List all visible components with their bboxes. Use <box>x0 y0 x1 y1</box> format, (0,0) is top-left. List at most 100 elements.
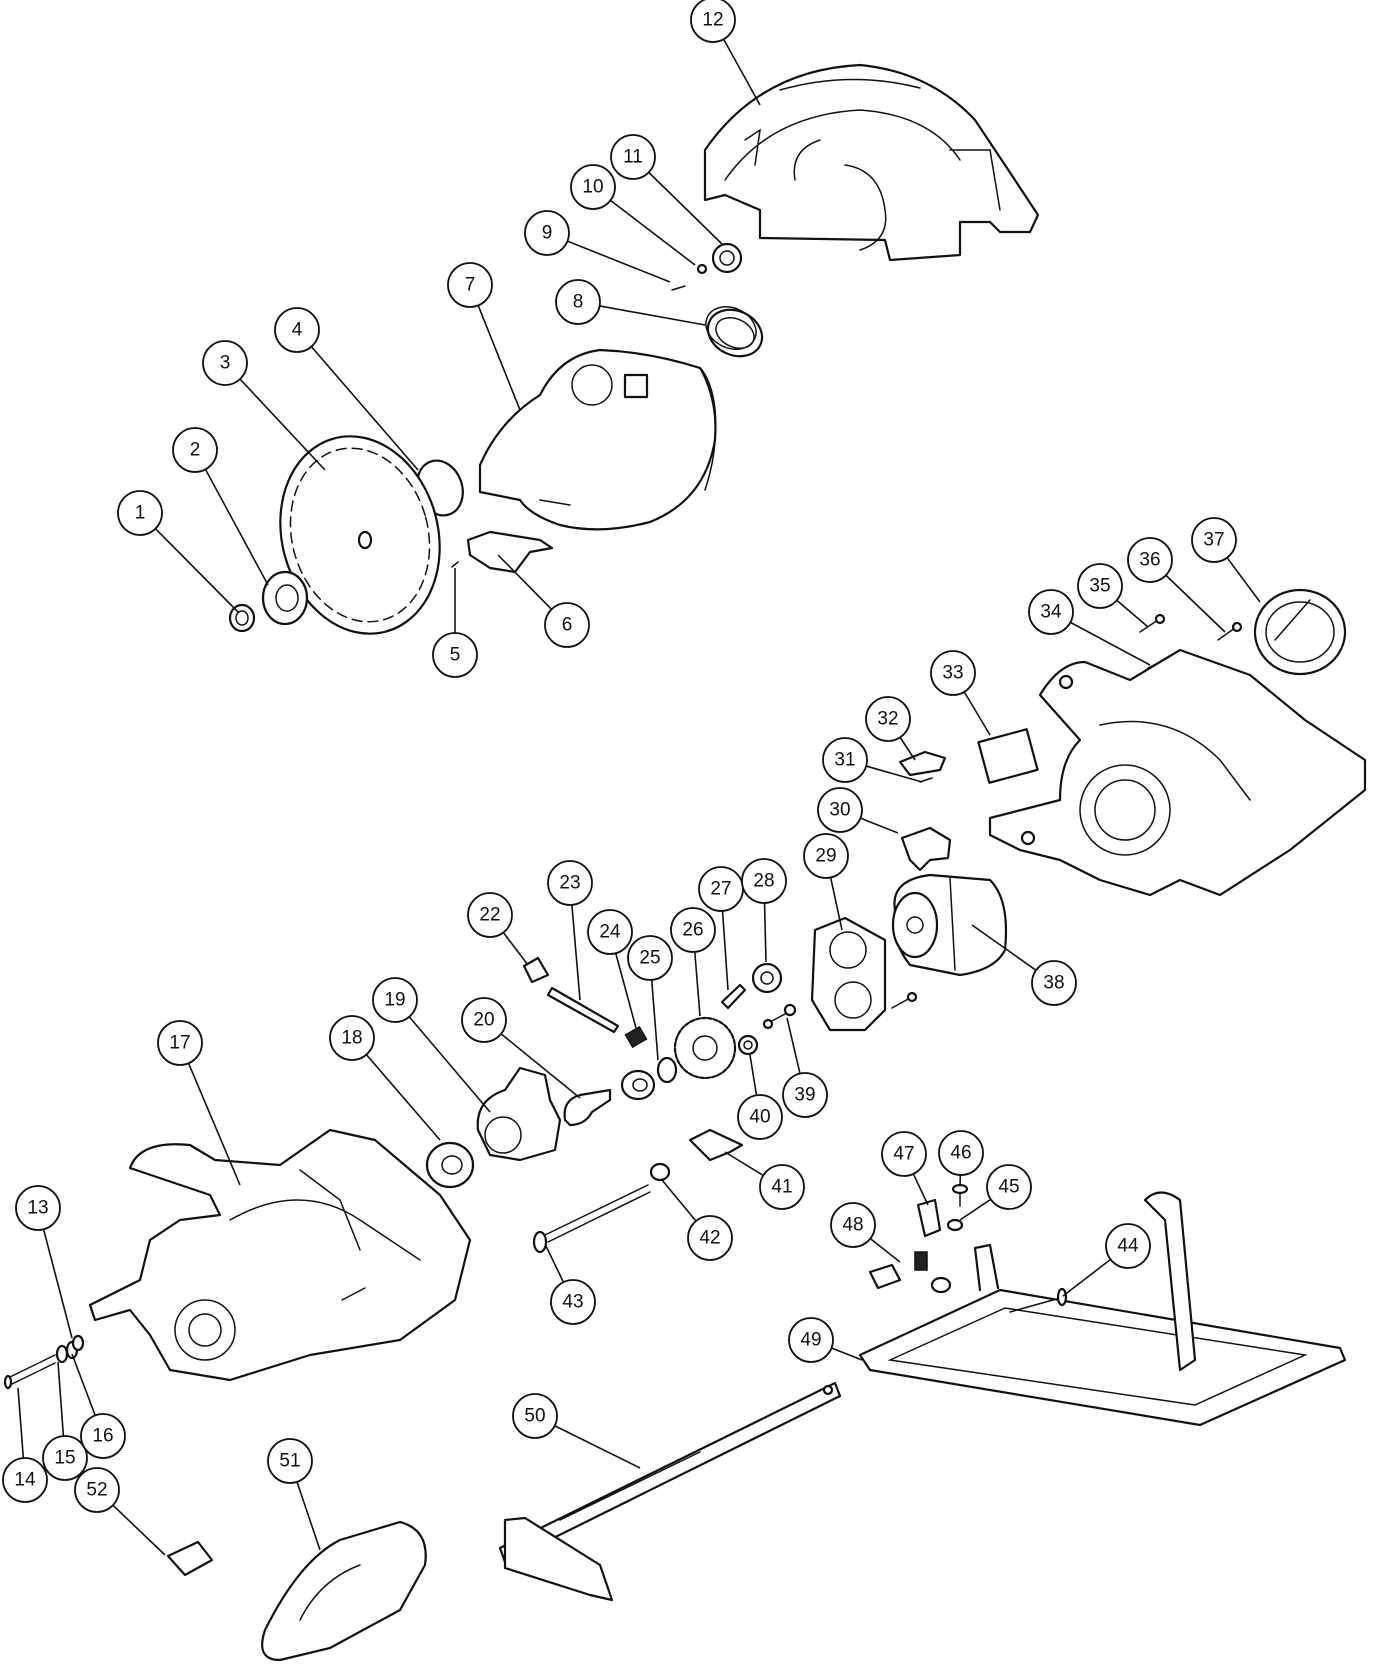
callout-leader <box>721 910 729 991</box>
main-housing-17 <box>88 1128 472 1382</box>
callout-circle <box>1191 517 1237 563</box>
gear-housing-plate-29 <box>810 916 887 1032</box>
callout-label: 26 <box>682 920 703 941</box>
callout-leader <box>860 817 899 834</box>
callout-leader <box>310 346 419 471</box>
callout-label: 35 <box>1089 576 1110 597</box>
screw-46 <box>951 1183 969 1207</box>
callout-label: 28 <box>753 871 774 892</box>
bolt-14 <box>3 1354 56 1390</box>
callout-circle <box>627 935 673 981</box>
callout-label: 16 <box>92 1426 113 1447</box>
callout-label: 14 <box>14 1470 36 1491</box>
bearing-11 <box>711 242 743 274</box>
callout-leader <box>971 924 1037 971</box>
bushing-40 <box>737 1034 759 1056</box>
callout-circle <box>80 1413 126 1459</box>
callout-label: 3 <box>220 353 231 374</box>
callout-label: 46 <box>950 1143 971 1164</box>
callout-42: 42 <box>661 1179 733 1261</box>
callout-35: 35 <box>1077 563 1149 628</box>
lock-button-22 <box>522 956 550 984</box>
parts-layer <box>3 63 1367 1662</box>
callout-circle <box>2 1457 48 1503</box>
clamp-48 <box>868 1251 952 1294</box>
callout-leader <box>500 1033 581 1099</box>
callout-circle <box>274 307 320 353</box>
callout-38: 38 <box>971 924 1077 1006</box>
callout-label: 31 <box>834 750 855 771</box>
callout-49: 49 <box>788 1317 863 1363</box>
callout-2: 2 <box>172 427 269 586</box>
lock-button-32 <box>898 750 947 777</box>
callout-circle <box>741 858 787 904</box>
callout-circle <box>759 1164 805 1210</box>
trigger-30 <box>900 826 952 872</box>
callout-label: 10 <box>582 177 603 198</box>
callout-circle <box>512 1393 558 1439</box>
callout-label: 50 <box>524 1406 545 1427</box>
callout-34: 34 <box>1028 589 1151 666</box>
callout-circle <box>881 1131 927 1177</box>
callout-label: 23 <box>559 873 580 894</box>
callout-31: 31 <box>822 737 923 783</box>
blade-bolt-1 <box>228 603 256 633</box>
callout-17: 17 <box>157 1020 241 1186</box>
nut-45 <box>946 1218 964 1232</box>
callout-leader <box>614 953 637 1029</box>
callout-label: 51 <box>279 1451 300 1472</box>
callout-47: 47 <box>881 1131 929 1206</box>
callout-leader <box>693 951 701 1017</box>
callout-label: 15 <box>54 1448 75 1469</box>
callout-leader <box>609 199 696 266</box>
callout-label: 43 <box>562 1292 583 1313</box>
callout-25: 25 <box>627 935 673 1061</box>
callout-51: 51 <box>267 1438 321 1551</box>
callout-label: 36 <box>1139 550 1160 571</box>
callout-leader <box>749 1054 758 1096</box>
callout-leader <box>1226 557 1261 603</box>
callout-circle <box>782 1072 828 1118</box>
callout-circle <box>610 134 656 180</box>
callout-label: 25 <box>639 948 660 969</box>
callout-leader <box>502 932 529 966</box>
callout-44: 44 <box>1062 1223 1151 1297</box>
callout-leader <box>650 979 659 1061</box>
callout-10: 10 <box>570 164 696 266</box>
screw-35 <box>1139 613 1166 633</box>
callout-leader <box>763 902 767 963</box>
battery-51 <box>261 1520 427 1662</box>
callout-41: 41 <box>724 1151 805 1210</box>
callout-7: 7 <box>447 262 521 411</box>
callout-18: 18 <box>329 1015 441 1141</box>
callout-11: 11 <box>610 134 723 245</box>
callout-leader <box>239 378 326 471</box>
callout-leader <box>865 765 923 783</box>
callout-leader <box>912 1173 929 1206</box>
callout-39: 39 <box>782 1017 828 1118</box>
callout-circle <box>372 977 418 1023</box>
callout-label: 41 <box>771 1177 792 1198</box>
callout-13: 13 <box>15 1185 73 1339</box>
lower-blade-guard <box>478 348 717 531</box>
callout-28: 28 <box>741 858 787 963</box>
callout-leader <box>408 1016 491 1113</box>
callout-leader <box>497 554 553 610</box>
callout-leader <box>831 1347 863 1361</box>
callout-circle <box>803 833 849 879</box>
callout-leader <box>724 1151 764 1177</box>
callout-circle <box>547 860 593 906</box>
callout-circle <box>157 1020 203 1066</box>
bearing-near-25 <box>620 1069 656 1101</box>
callout-label: 24 <box>599 922 621 943</box>
callout-14: 14 <box>2 1387 48 1503</box>
callout-leader <box>42 1229 73 1339</box>
callout-23: 23 <box>547 860 593 1001</box>
callout-leader <box>1116 599 1149 628</box>
callout-43: 43 <box>545 1245 596 1325</box>
callout-circle <box>822 737 868 783</box>
callout-leader <box>963 691 991 736</box>
callout-50: 50 <box>512 1393 641 1469</box>
callout-leader <box>154 528 239 613</box>
callout-circle <box>1077 563 1123 609</box>
